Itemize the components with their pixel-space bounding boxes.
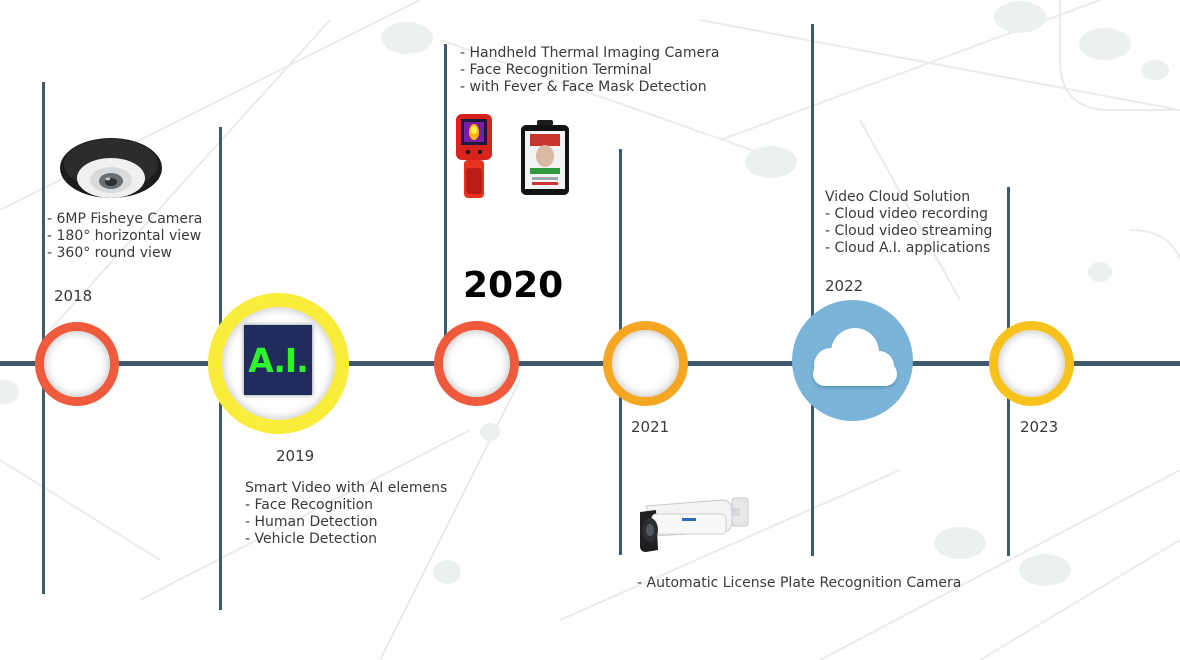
year-label-2021: 2021 (631, 418, 670, 436)
bullet-camera-icon (640, 497, 749, 552)
feature-line: - 180° horizontal view (47, 228, 202, 244)
description-2021: - Automatic License Plate Recognition Ca… (637, 575, 961, 592)
description-2018: - 6MP Fisheye Camera - 180° horizontal v… (47, 211, 202, 262)
description-2020: - Handheld Thermal Imaging Camera - Face… (460, 45, 719, 96)
feature-line: - Automatic License Plate Recognition Ca… (637, 575, 962, 591)
year-label-2020: 2020 (463, 265, 564, 306)
thermal-camera-icon (456, 114, 492, 198)
fisheye-camera-icon (60, 138, 162, 198)
description-heading: Video Cloud Solution (825, 189, 971, 205)
description-heading: Smart Video with AI elemens (245, 480, 448, 496)
feature-line: - Face Recognition Terminal (460, 62, 652, 78)
feature-line: - 360° round view (47, 245, 173, 261)
feature-line: - Cloud video recording (825, 206, 989, 222)
milestone-node-2018 (35, 322, 119, 406)
feature-line: - 6MP Fisheye Camera (47, 211, 203, 227)
milestone-node-2020 (434, 321, 519, 406)
description-2019: Smart Video with AI elemens - Face Recog… (245, 480, 447, 548)
feature-line: - Cloud A.I. applications (825, 240, 991, 256)
feature-line: - Cloud video streaming (825, 223, 993, 239)
feature-line: - Vehicle Detection (245, 531, 378, 547)
ai-badge: A.I. (244, 325, 312, 395)
face-terminal-icon (521, 120, 569, 195)
milestone-line-2020 (444, 44, 447, 341)
milestone-line-2022 (811, 24, 814, 556)
milestone-node-2021 (603, 321, 688, 406)
year-label-2018: 2018 (54, 287, 93, 305)
year-label-2023: 2023 (1020, 418, 1059, 436)
description-2022: Video Cloud Solution - Cloud video recor… (825, 189, 992, 257)
ai-badge-label: A.I. (248, 340, 309, 380)
year-label-2022: 2022 (825, 277, 864, 295)
cloud-icon (813, 328, 897, 386)
timeline-axis (0, 361, 1180, 366)
feature-line: - Handheld Thermal Imaging Camera (460, 45, 720, 61)
feature-line: - with Fever & Face Mask Detection (460, 79, 707, 95)
milestone-node-2023 (989, 321, 1074, 406)
year-label-2019: 2019 (276, 447, 315, 465)
feature-line: - Face Recognition (245, 497, 374, 513)
feature-line: - Human Detection (245, 514, 378, 530)
